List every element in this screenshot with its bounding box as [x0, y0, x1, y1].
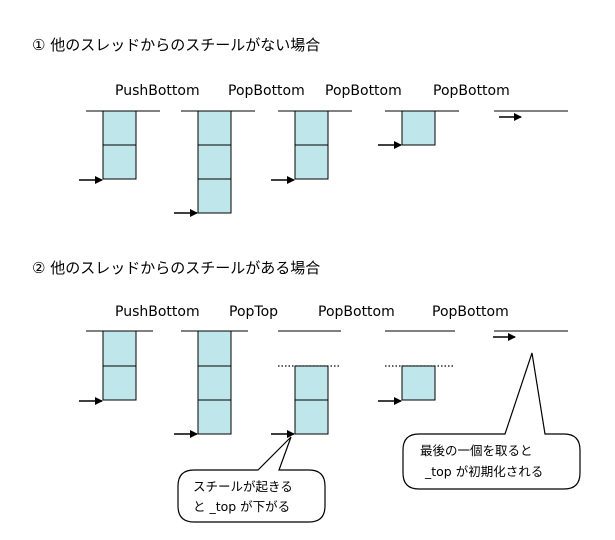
deque-cell: [197, 110, 232, 146]
deque-cell: [294, 365, 329, 401]
deque-cell: [401, 365, 436, 401]
deque-cell: [294, 110, 329, 146]
section-2-stack-4: [378, 330, 455, 405]
section-2-op-3: PopBottom: [318, 304, 395, 320]
deque-cell: [102, 144, 137, 180]
deque-cell: [294, 144, 329, 180]
deque-cell: [197, 365, 232, 401]
section-2-stack-1: [79, 330, 153, 405]
callout-last-item-resets-top: 最後の一個を取ると _top が初期化される: [402, 352, 581, 490]
deque-cell: [401, 110, 436, 146]
deque-cell: [102, 365, 137, 401]
section-1-stack-3: [271, 110, 352, 184]
deque-cell: [102, 110, 137, 146]
section-1-stack-4: [378, 110, 459, 149]
section-2-stack-5: [493, 330, 568, 341]
section-2-heading: ② 他のスレッドからのスチールがある場合: [32, 259, 320, 277]
callout-bubble-shape: [402, 352, 581, 490]
callout-steal-lowers-top: スチールが起きる と _top が下がる: [177, 436, 326, 523]
section-1-op-4: PopBottom: [433, 83, 510, 99]
deque-cell: [197, 399, 232, 435]
deque-cell: [294, 399, 329, 435]
section-2-op-2: PopTop: [229, 304, 278, 320]
section-2-op-4: PopBottom: [432, 304, 509, 320]
section-2-op-1: PushBottom: [115, 304, 200, 320]
deque-cell: [102, 330, 137, 367]
section-1-op-3: PopBottom: [325, 83, 402, 99]
section-1-op-1: PushBottom: [115, 83, 200, 99]
section-1-op-2: PopBottom: [228, 83, 305, 99]
deque-cell: [197, 144, 232, 180]
section-1-heading: ① 他のスレッドからのスチールがない場合: [32, 36, 320, 54]
section-2-stack-3: [271, 330, 341, 438]
section-1-stack-5: [494, 110, 568, 121]
section-1-stack-1: [79, 110, 160, 184]
callout-bubble-shape: [177, 436, 326, 523]
section-1-stack-2: [174, 110, 255, 217]
callout-1-line-1: スチールが起きる: [193, 479, 293, 494]
callout-1-line-2: と _top が下がる: [193, 499, 290, 514]
deque-cell: [197, 178, 232, 214]
deque-cell: [197, 330, 232, 367]
section-2-stack-2: [174, 330, 248, 438]
callout-2-line-2: _top が初期化される: [424, 464, 543, 479]
callout-2-line-1: 最後の一個を取ると: [420, 443, 533, 458]
